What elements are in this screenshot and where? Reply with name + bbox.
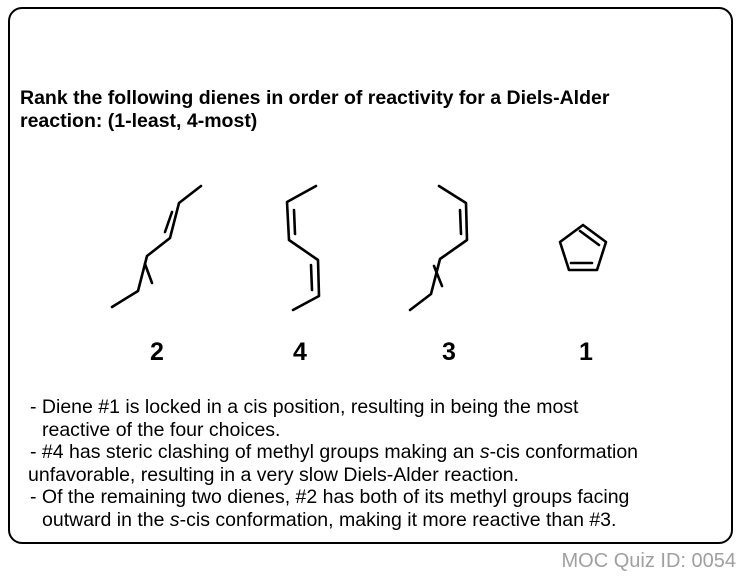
molecule-3-structure [408,184,469,312]
answer-explanation: - Diene #1 is locked in a cis position, … [28,396,730,531]
answer-line: outward in the s-cis conformation, makin… [42,508,617,531]
answer-line: - #4 has steric clashing of methyl group… [30,441,639,463]
quiz-card [8,7,733,544]
answer-line: unfavorable, resulting in a very slow Di… [28,463,519,486]
molecule-label-3: 3 [442,338,456,366]
molecule-1-structure [558,223,608,272]
answer-line: - Of the remaining two dienes, #2 has bo… [30,486,630,508]
answer-line: reactive of the four choices. [42,418,281,441]
molecule-label-2: 2 [150,338,164,366]
quiz-id-label: MOC Quiz ID: 0054 [561,550,736,572]
molecule-label-1: 1 [579,338,593,366]
question-line-1: Rank the following dienes in order of re… [20,87,610,109]
question-text: Rank the following dienes in order of re… [20,87,720,133]
molecule-label-4: 4 [293,338,307,366]
answer-line: - Diene #1 is locked in a cis position, … [30,396,579,418]
molecule-4-structure [285,184,321,312]
question-line-2: reaction: (1-least, 4-most) [20,110,258,132]
molecule-2-structure [110,184,203,309]
